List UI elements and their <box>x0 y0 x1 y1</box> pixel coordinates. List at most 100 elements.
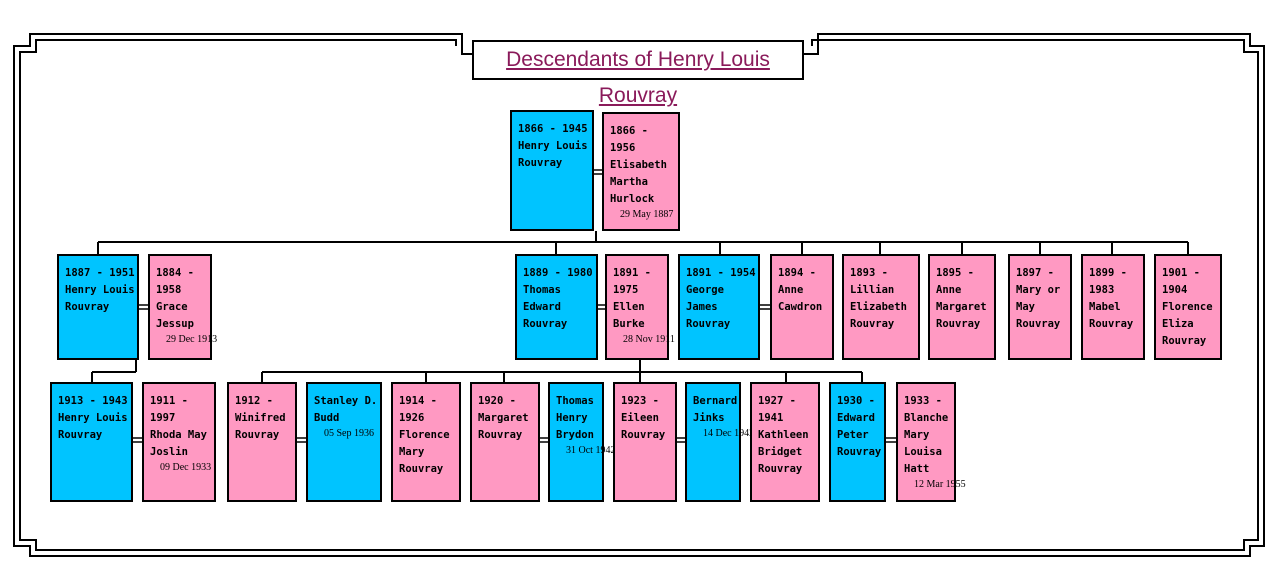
marriage-date: 31 Oct 1942 <box>566 445 616 456</box>
person-text-line: Blanche <box>904 412 949 424</box>
person-text-line: 1956 <box>610 142 636 154</box>
person-text-line: Rouvray <box>686 318 731 330</box>
person-text-line: 1891 - <box>613 267 651 279</box>
person-text-line: 1933 - <box>904 395 942 407</box>
person-text-line: Eliza <box>1162 318 1194 330</box>
person-text-line: 1913 - 1943 <box>58 395 128 407</box>
person-text-line: 1975 <box>613 284 639 296</box>
person-text-line: 1891 - 1954 <box>686 267 756 279</box>
person-text-line: Anne <box>778 284 804 296</box>
person-text-line: James <box>686 301 718 313</box>
person-text-line: Rouvray <box>758 463 803 475</box>
person-text-line: Margaret <box>478 412 529 424</box>
person-text-line: Rouvray <box>1016 318 1061 330</box>
person-text-line: Henry Louis <box>65 284 135 296</box>
person-text-line: Henry Louis <box>58 412 128 424</box>
marriage-date: 28 Nov 1911 <box>623 334 675 345</box>
person-text-line: 1983 <box>1089 284 1115 296</box>
person-text-line: 1926 <box>399 412 425 424</box>
person-text-line: 1894 - <box>778 267 816 279</box>
person-text-line: 1914 - <box>399 395 437 407</box>
person-text-line: Rouvray <box>1089 318 1134 330</box>
person-text-line: 1893 - <box>850 267 888 279</box>
person-text-line: Elisabeth <box>610 159 667 171</box>
person-text-line: Lillian <box>850 284 895 296</box>
person-text-line: May <box>1016 301 1035 313</box>
person-text-line: 1920 - <box>478 395 516 407</box>
person-text-line: 1889 - 1980 <box>523 267 593 279</box>
person-text-line: Thomas <box>523 284 561 296</box>
person-text-line: Florence <box>399 429 450 441</box>
person-text-line: 1866 - 1945 <box>518 123 588 135</box>
person-text-line: Rouvray <box>621 429 666 441</box>
person-text-line: 1899 - <box>1089 267 1127 279</box>
person-text-line: 1958 <box>156 284 182 296</box>
person-text-line: 1884 - <box>156 267 194 279</box>
person-text-line: Rouvray <box>65 301 110 313</box>
person-text-line: Edward <box>837 412 875 424</box>
person-text-line: Elizabeth <box>850 301 907 313</box>
person-text-line: Rouvray <box>1162 335 1207 347</box>
person-text-line: Rouvray <box>399 463 444 475</box>
chart-title: Descendants of Henry Louis Rouvray <box>472 40 804 107</box>
person-text-line: Bernard <box>693 395 738 407</box>
person-text-line: Mary <box>904 429 930 441</box>
marriage-date: 09 Dec 1933 <box>160 462 212 473</box>
person-text-line: Rouvray <box>478 429 523 441</box>
person-text-line: Louisa <box>904 446 942 458</box>
person-text-line: Florence <box>1162 301 1213 313</box>
person-text-line: Kathleen <box>758 429 809 441</box>
person-text-line: Edward <box>523 301 561 313</box>
person-text-line: Rouvray <box>235 429 280 441</box>
marriage-date: 29 May 1887 <box>620 209 674 220</box>
person-text-line: 1866 - <box>610 125 648 137</box>
person-text-line: Rouvray <box>58 429 103 441</box>
person-text-line: 1911 - <box>150 395 188 407</box>
person-text-line: Rhoda May <box>150 429 207 441</box>
person-text-line: Ellen <box>613 301 645 313</box>
person-text-line: Grace <box>156 301 188 313</box>
person-text-line: 1941 <box>758 412 784 424</box>
person-text-line: Hurlock <box>610 193 655 205</box>
person-text-line: Henry <box>556 412 588 424</box>
person-text-line: Henry Louis <box>518 140 588 152</box>
person-text-line: Joslin <box>150 446 188 458</box>
person-text-line: Cawdron <box>778 301 823 313</box>
person-text-line: Jinks <box>693 412 725 424</box>
person-text-line: George <box>686 284 724 296</box>
person-text-line: Rouvray <box>523 318 568 330</box>
person-text-line: Winifred <box>235 412 286 424</box>
person-text-line: Rouvray <box>837 446 882 458</box>
person-text-line: Mary <box>399 446 425 458</box>
person-text-line: Rouvray <box>850 318 895 330</box>
marriage-date: 29 Dec 1913 <box>166 334 218 345</box>
person-text-line: Rouvray <box>518 157 563 169</box>
